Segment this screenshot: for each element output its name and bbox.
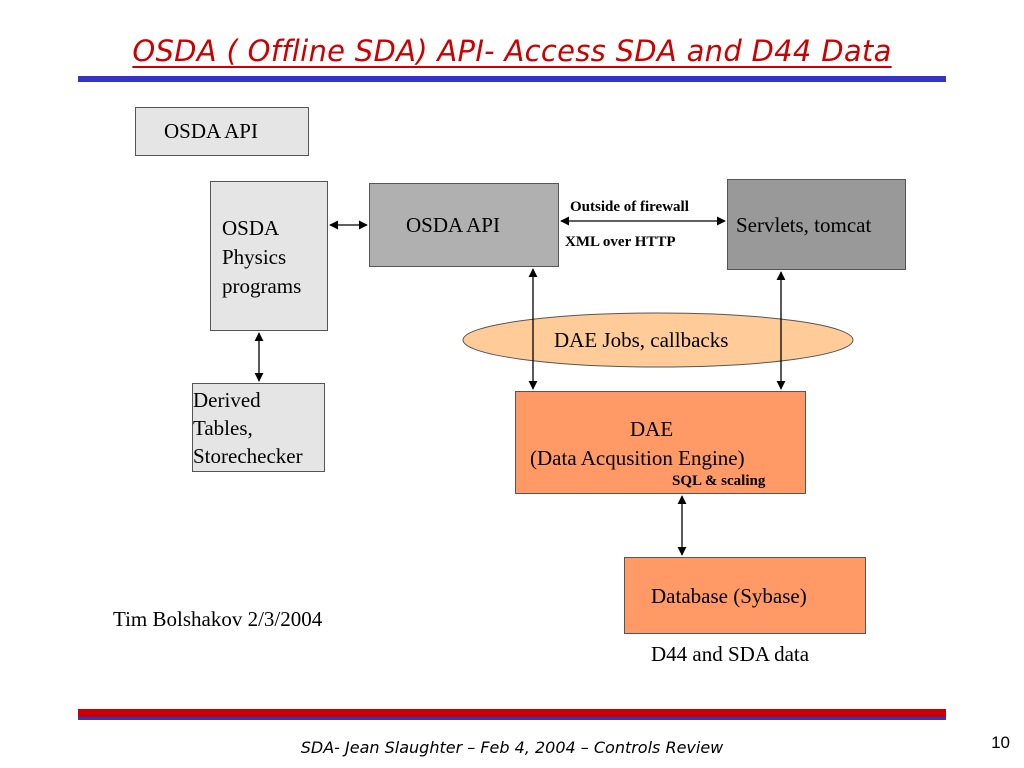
database-box [624, 557, 866, 634]
derived-line-3: Storechecker [193, 444, 303, 468]
jobs-ellipse [462, 312, 854, 368]
physics-line-1: OSDA [222, 216, 280, 240]
dae-line-1: DAE [630, 417, 674, 441]
osda-api-box [369, 183, 559, 267]
slide-title: OSDA ( Offline SDA) API- Access SDA and … [132, 34, 892, 68]
firewall-label: Outside of firewall [570, 199, 689, 215]
database-label: Database (Sybase) [651, 584, 807, 608]
database-caption: D44 and SDA data [651, 642, 810, 666]
physics-line-3: programs [222, 274, 302, 298]
footer-bar-blue [78, 717, 946, 720]
xml-label: XML over HTTP [565, 234, 676, 250]
osda-api-label: OSDA API [406, 213, 500, 237]
footer-bar-red [78, 709, 946, 717]
jobs-label: DAE Jobs, callbacks [554, 328, 729, 352]
footer-text: SDA- Jean Slaughter – Feb 4, 2004 – Cont… [300, 738, 724, 757]
page-number: 10 [991, 733, 1010, 752]
derived-line-1: Derived [193, 388, 261, 412]
dae-box [515, 391, 806, 494]
title-underline-bar [78, 76, 946, 82]
servlets-box [727, 179, 906, 270]
legend-box-osda-api [135, 107, 309, 156]
physics-line-2: Physics [222, 245, 287, 269]
legend-box-label: OSDA API [164, 119, 258, 143]
dae-line-2: (Data Acqusition Engine) [530, 446, 745, 470]
servlets-label: Servlets, tomcat [736, 213, 872, 237]
physics-programs-box [210, 181, 328, 331]
author-credit: Tim Bolshakov 2/3/2004 [113, 607, 323, 631]
derived-tables-box [192, 383, 325, 472]
sql-scaling-label: SQL & scaling [672, 473, 766, 489]
derived-line-2: Tables, [193, 416, 253, 440]
